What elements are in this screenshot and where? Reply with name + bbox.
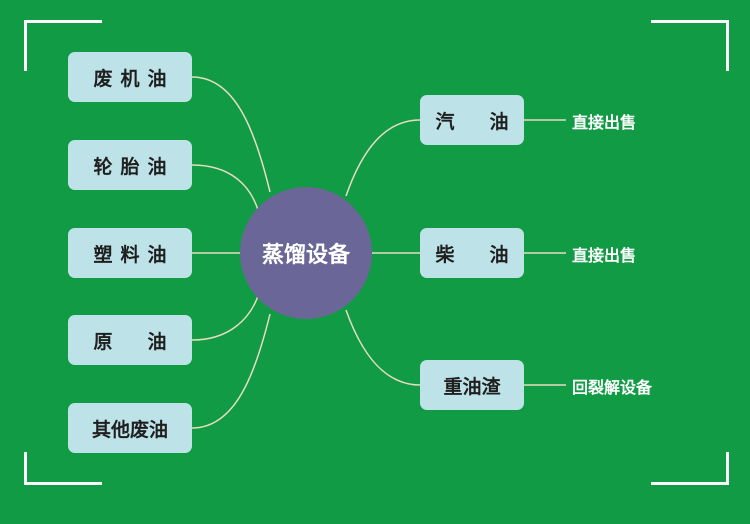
input-node-plastic-oil: 塑料油 (68, 228, 192, 278)
connector-input-2 (191, 164, 259, 211)
connector-input-4 (191, 295, 259, 341)
input-node-label: 轮胎油 (93, 155, 175, 178)
input-node-label: 其他废油 (91, 418, 168, 441)
center-node-label: 蒸馏设备 (261, 242, 350, 268)
corner-bracket-bottom-left (24, 452, 102, 485)
input-node-tire-oil: 轮胎油 (68, 140, 192, 190)
output-node-label: 重油渣 (443, 375, 501, 398)
input-node-label: 废机油 (93, 67, 175, 90)
connector-output-1 (345, 119, 421, 197)
input-node-waste-engine-oil: 废机油 (68, 52, 192, 102)
output-node-label: 汽 油 (435, 110, 517, 133)
connector-output-3 (345, 309, 421, 386)
input-node-label: 塑料油 (93, 243, 175, 266)
input-node-crude-oil: 原 油 (68, 315, 192, 365)
outcome-direct-sale-diesel: 直接出售 (572, 246, 637, 265)
input-node-label: 原 油 (93, 330, 175, 353)
corner-bracket-bottom-right (651, 452, 729, 485)
connector-input-1 (191, 76, 271, 193)
outcome-direct-sale-gasoline: 直接出售 (572, 113, 637, 132)
output-node-gasoline: 汽 油 (420, 95, 524, 145)
input-node-other-waste-oil: 其他废油 (68, 403, 192, 453)
output-node-label: 柴 油 (435, 243, 517, 266)
corner-bracket-top-left (24, 20, 102, 71)
output-node-diesel: 柴 油 (420, 228, 524, 278)
corner-bracket-top-right (651, 20, 729, 71)
center-node-distillation-equipment: 蒸馏设备 (240, 187, 372, 319)
output-node-heavy-oil-residue: 重油渣 (420, 360, 524, 410)
outcome-return-to-cracking: 回裂解设备 (572, 378, 653, 397)
connector-input-5 (191, 313, 271, 429)
